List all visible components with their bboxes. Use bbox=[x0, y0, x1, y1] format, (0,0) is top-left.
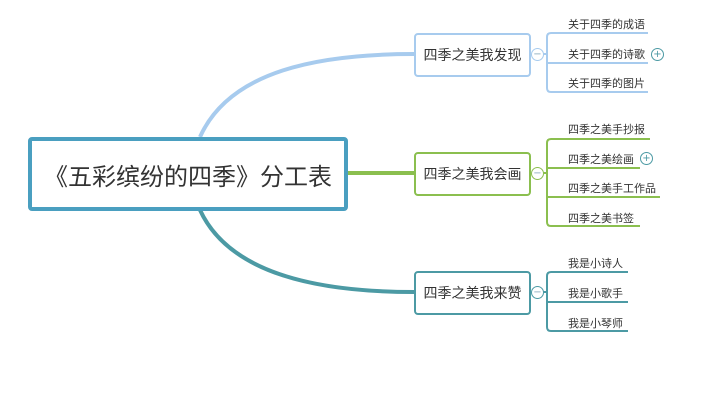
leaf-item[interactable]: 我是小诗人 bbox=[568, 257, 623, 270]
leaf-item[interactable]: 四季之美手抄报 bbox=[568, 123, 645, 136]
leaf-item[interactable]: 四季之美绘画 bbox=[568, 153, 634, 166]
expand-icon[interactable]: + bbox=[640, 152, 653, 165]
collapse-icon[interactable]: − bbox=[531, 167, 544, 180]
leaf-item[interactable]: 我是小琴师 bbox=[568, 317, 623, 330]
central-topic[interactable]: 《五彩缤纷的四季》分工表 bbox=[28, 137, 348, 211]
leaf-item[interactable]: 关于四季的图片 bbox=[568, 77, 645, 90]
leaf-item[interactable]: 四季之美书签 bbox=[568, 212, 634, 225]
leaf-item[interactable]: 关于四季的诗歌 bbox=[568, 48, 645, 61]
leaf-item[interactable]: 关于四季的成语 bbox=[568, 18, 645, 31]
collapse-icon[interactable]: − bbox=[531, 286, 544, 299]
branch-label: 四季之美我来赞 bbox=[423, 286, 522, 302]
branch-draw[interactable]: 四季之美我会画 bbox=[414, 152, 531, 196]
branch-label: 四季之美我发现 bbox=[423, 48, 522, 64]
leaf-item[interactable]: 我是小歌手 bbox=[568, 287, 623, 300]
branch-label: 四季之美我会画 bbox=[423, 167, 522, 183]
central-title: 《五彩缤纷的四季》分工表 bbox=[44, 162, 332, 191]
leaf-item[interactable]: 四季之美手工作品 bbox=[568, 182, 656, 195]
collapse-icon[interactable]: − bbox=[531, 48, 544, 61]
branch-discover[interactable]: 四季之美我发现 bbox=[414, 33, 531, 77]
expand-icon[interactable]: + bbox=[651, 48, 664, 61]
branch-praise[interactable]: 四季之美我来赞 bbox=[414, 271, 531, 315]
